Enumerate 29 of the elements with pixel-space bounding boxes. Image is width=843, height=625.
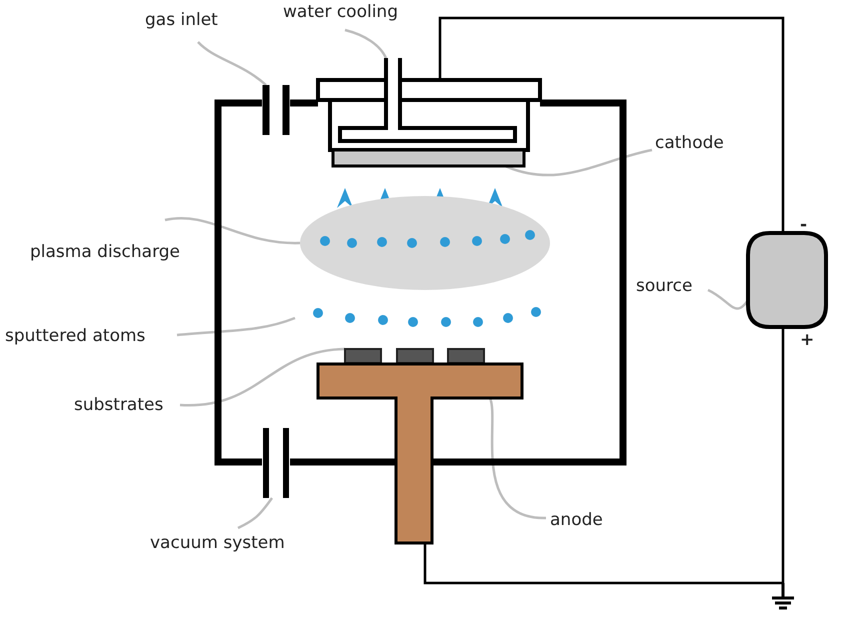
leader-line [180, 348, 346, 406]
leader-line [344, 28, 388, 59]
leader-line [164, 217, 300, 244]
leader-line [197, 41, 267, 86]
leader-line [504, 148, 652, 176]
power-source-box [746, 231, 828, 329]
polarity-sign: + [800, 330, 814, 350]
part-label: substrates [74, 395, 164, 415]
part-label: vacuum system [150, 533, 285, 553]
vacuum-valve [263, 425, 289, 501]
polarity-sign: - [800, 215, 808, 235]
part-label: anode [550, 510, 603, 530]
leader-line [237, 497, 274, 530]
part-label: sputtered atoms [5, 326, 146, 346]
cathode-plate [332, 148, 526, 168]
wire [424, 327, 784, 584]
part-label: cathode [655, 133, 724, 153]
leader-line [707, 288, 749, 310]
part-label: plasma discharge [30, 242, 180, 262]
leader-line [488, 398, 546, 520]
part-label: gas inlet [145, 10, 218, 30]
plasma-cloud [300, 196, 550, 290]
wire [438, 16, 784, 233]
part-label: water cooling [283, 2, 398, 22]
cooling-tube [338, 56, 517, 143]
part-label: source [636, 276, 692, 296]
substrate-discs [344, 348, 485, 364]
leader-line [176, 316, 296, 336]
anode-block [316, 362, 524, 544]
